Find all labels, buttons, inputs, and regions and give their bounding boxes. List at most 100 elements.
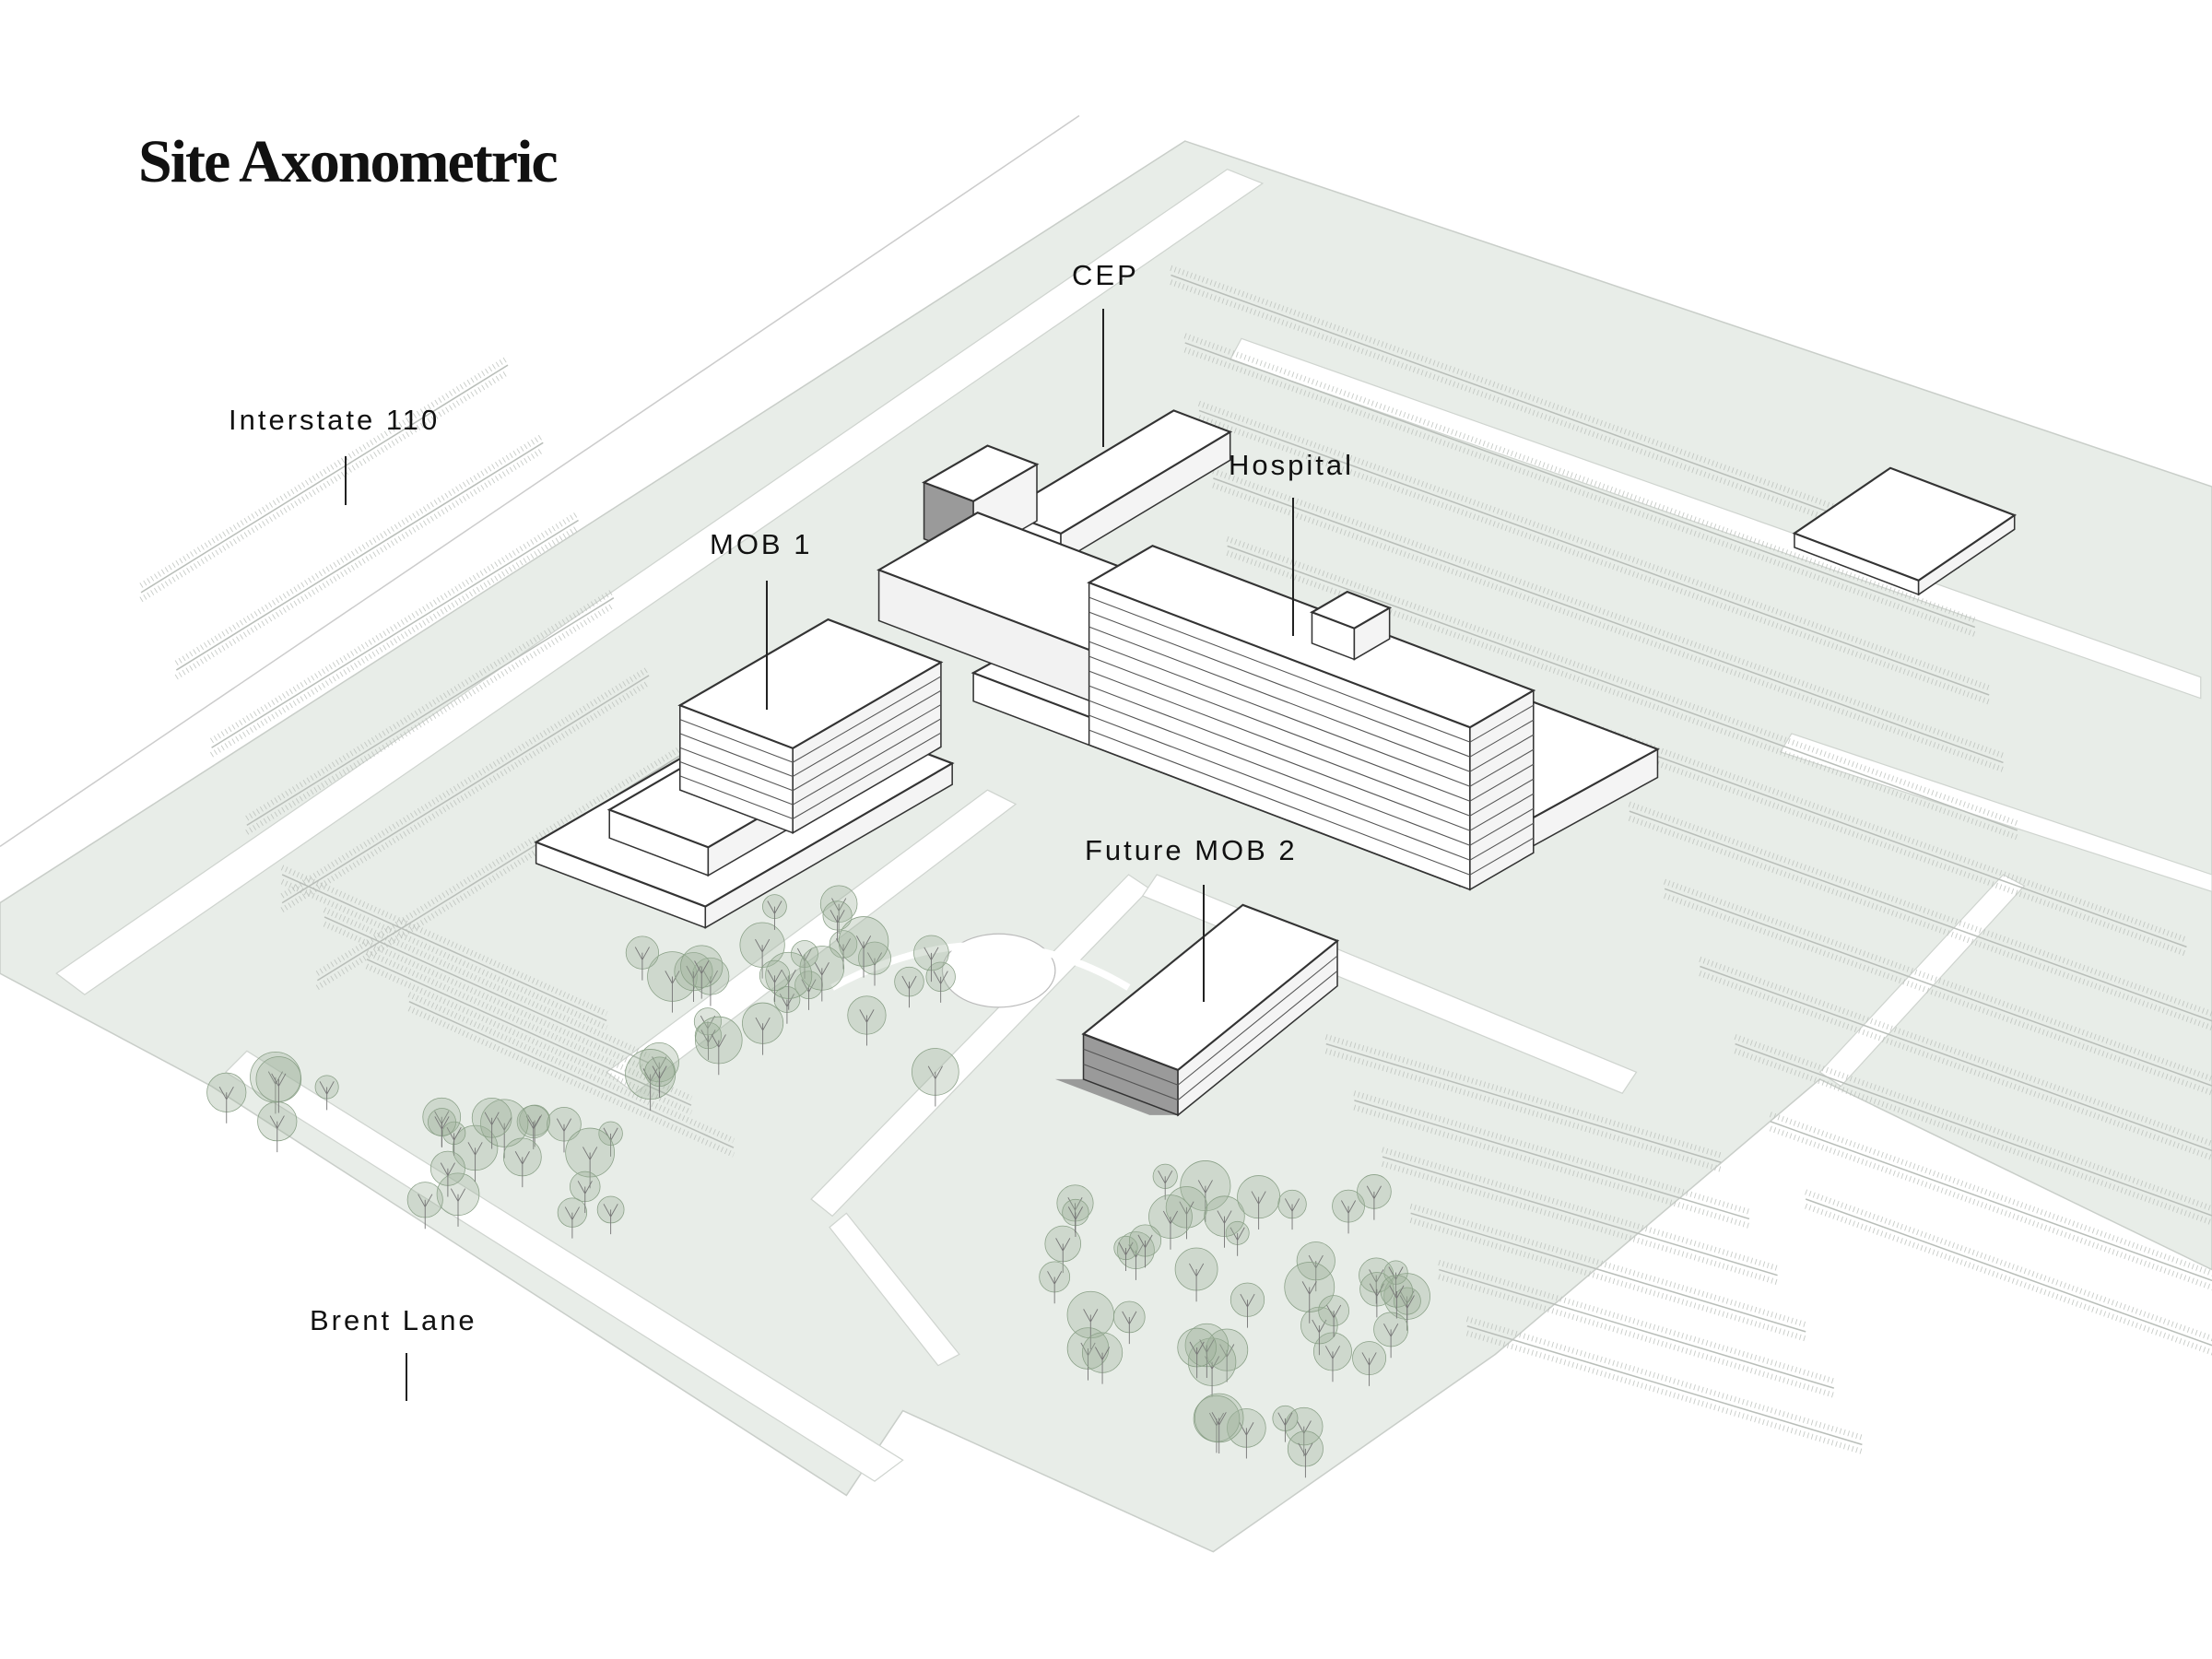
hospital-tower-floor-line xyxy=(1469,807,1535,846)
road-7 xyxy=(1818,874,2026,1088)
parking-row-s-5-stalls xyxy=(1465,1330,1864,1454)
parking-row-sw-2-stalls xyxy=(365,963,693,1115)
hospital-tower-floor-line xyxy=(1088,670,1471,817)
courtyard-tree-trunk xyxy=(796,947,813,979)
future-mob2-floor-line xyxy=(1083,1064,1179,1101)
south-grove-tree-trunk xyxy=(1055,1238,1071,1274)
south-grove-tree-trunk xyxy=(1312,1319,1327,1356)
road-8 xyxy=(829,1212,960,1367)
courtyard-tree-trunk xyxy=(700,1030,716,1061)
south-grove-tree-trunk xyxy=(1047,1271,1063,1304)
label-future-mob-2: Future MOB 2 xyxy=(1085,834,1298,866)
parking-row-sw-1-stalls xyxy=(323,921,651,1073)
hospital-tower-floor-line xyxy=(1088,626,1471,772)
south-grove-tree-trunk xyxy=(1122,1311,1137,1345)
south-grove-tree-trunk xyxy=(1326,1304,1342,1337)
hospital-tower-floor-line xyxy=(1088,655,1471,802)
courtyard-tree-trunk xyxy=(652,1065,667,1098)
south-grove-tree-trunk xyxy=(1301,1281,1317,1324)
future-mob2-roof xyxy=(1081,903,1340,1072)
courtyard-tree-trunk xyxy=(831,898,847,934)
southwest-grove-tree-trunk xyxy=(434,1116,450,1147)
mob1-floor-line xyxy=(792,689,942,777)
future-mob2-shadow xyxy=(1054,1078,1179,1115)
parking-row-s-2 xyxy=(1382,1156,1778,1277)
mob1-floor-line xyxy=(679,733,794,777)
south-grove-tree-trunk xyxy=(1399,1295,1415,1326)
parking-row-s-4 xyxy=(1439,1268,1835,1389)
parking-row-sw-3-stalls xyxy=(407,1006,735,1158)
parking-row-s-1 xyxy=(1354,1100,1750,1220)
parking-row-ne-4 xyxy=(1227,545,2018,831)
west-grove-tree-trunk xyxy=(269,1115,285,1153)
south-grove-tree-trunk xyxy=(1308,1254,1324,1292)
parking-row-e-5 xyxy=(1770,1121,2212,1282)
leader-cep xyxy=(1102,309,1104,447)
mob1-floor-line xyxy=(679,775,794,819)
courtyard-tree-trunk xyxy=(801,979,817,1010)
cep-roof xyxy=(1002,409,1233,535)
hospital-tower-floor-line xyxy=(1469,748,1535,787)
label-interstate-110: Interstate 110 xyxy=(229,404,441,436)
parking-row-s-5 xyxy=(1466,1325,1863,1446)
parking-row-sw-1-stalls xyxy=(323,907,651,1059)
hospital-tower-floor-line xyxy=(1469,793,1535,831)
parking-row-ne-0-stalls xyxy=(1170,265,1962,556)
interstate-edge-line xyxy=(0,114,1080,848)
page-title: Site Axonometric xyxy=(138,128,559,195)
courtyard-tree-trunk xyxy=(927,1065,943,1107)
mob1-roof xyxy=(677,618,944,750)
south-grove-tree-trunk xyxy=(1118,1241,1134,1271)
leader-hospital xyxy=(1292,498,1294,636)
walkway xyxy=(830,941,1131,991)
mob1-floor-line xyxy=(679,747,794,792)
courtyard-tree-trunk xyxy=(702,970,718,1006)
courtyard-tree-trunk xyxy=(686,965,701,1003)
parking-lots xyxy=(139,265,2212,1454)
south-grove-tree-trunk xyxy=(1284,1198,1300,1230)
parking-row-ne-3-stalls xyxy=(1212,468,2005,759)
hospital-tower-floor-line xyxy=(1088,714,1471,861)
south-grove-tree-trunk xyxy=(1366,1185,1382,1220)
mob1-floor-line xyxy=(792,676,942,763)
hospital-tower-floor-line xyxy=(1469,822,1535,861)
parking-row-sw-2 xyxy=(366,959,692,1106)
future-mob2-floor-line xyxy=(1177,971,1338,1100)
future-mob2-floor-line xyxy=(1177,955,1338,1086)
parking-row-sw-0-stalls xyxy=(280,865,608,1017)
parking-row-ne-2-stalls xyxy=(1197,415,1991,705)
parking-row-ne-3-stalls xyxy=(1212,482,2005,772)
parking-row-w-0-stalls xyxy=(139,355,510,588)
hospital-tower-floor-line xyxy=(1469,704,1535,743)
trees xyxy=(206,885,1430,1478)
parking-row-e-4 xyxy=(1735,1042,2212,1217)
mob1-floor-line xyxy=(792,704,942,792)
south-grove-tree-trunk xyxy=(1388,1266,1404,1296)
south-grove-tree-trunk xyxy=(1067,1206,1083,1238)
parking-row-ne-2 xyxy=(1198,409,1990,696)
south-grove-tree-trunk xyxy=(1383,1324,1399,1359)
hospital-tower-floor-line xyxy=(1469,719,1535,758)
parking-row-e-1 xyxy=(1629,810,2212,1022)
south-grove-tree-trunk xyxy=(1217,1210,1232,1248)
south-grove-tree-trunk xyxy=(1199,1339,1215,1379)
south-edge-tree-trunk xyxy=(1298,1442,1313,1478)
hospital-tower-floor-line xyxy=(1469,763,1535,802)
parking-row-ne-0-stalls xyxy=(1170,279,1962,570)
parking-row-sw-0 xyxy=(281,874,607,1022)
courtyard-tree-trunk xyxy=(830,910,845,942)
southwest-grove-tree-trunk xyxy=(467,1142,483,1182)
leader-interstate xyxy=(345,456,347,505)
road-0 xyxy=(55,168,1265,995)
label-mob-1: MOB 1 xyxy=(710,528,813,560)
parking-row-w-3 xyxy=(246,597,615,827)
southwest-grove-tree-trunk xyxy=(556,1118,572,1153)
courtyard-tree-trunk xyxy=(694,960,710,999)
southwest-grove-tree-trunk xyxy=(514,1151,530,1188)
courtyard-tree-trunk xyxy=(859,1009,875,1046)
courtyard-tree-trunk xyxy=(933,971,948,1003)
east-building-roof xyxy=(1792,466,2018,582)
courtyard-tree-trunk xyxy=(634,947,650,981)
hospital-tower-floor-line xyxy=(1088,685,1471,831)
courtyard-tree-trunk xyxy=(901,975,917,1008)
